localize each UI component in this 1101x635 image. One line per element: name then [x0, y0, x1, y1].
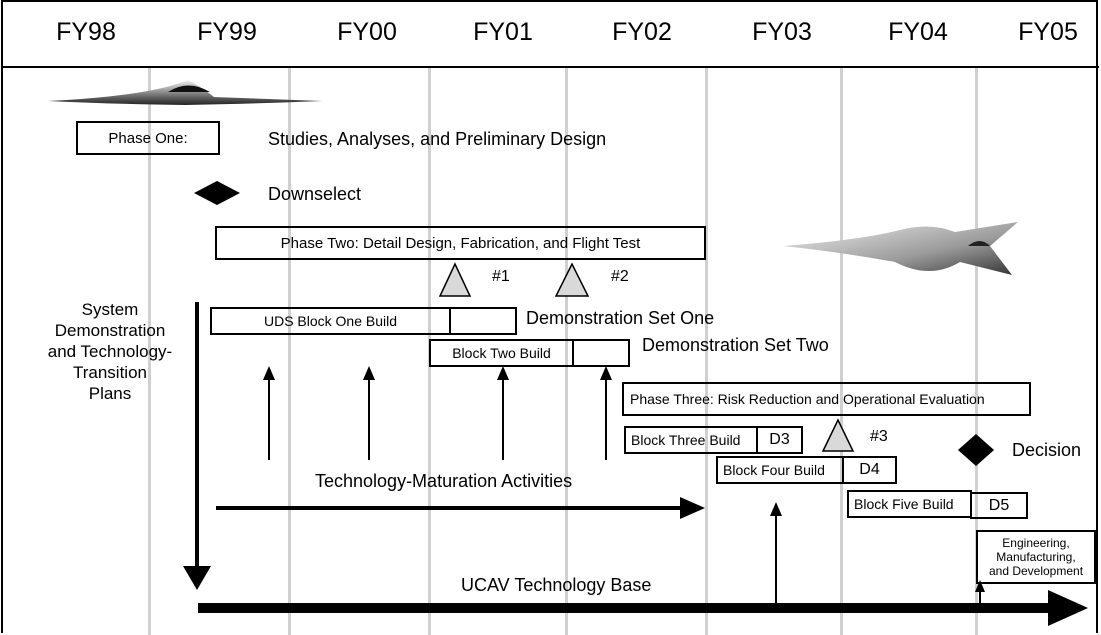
year-header-fy99: FY99	[197, 18, 257, 46]
milestone-2-label: #2	[611, 268, 629, 285]
demo-set-one-box	[449, 307, 517, 335]
emd-label-line: Engineering,	[1002, 536, 1070, 550]
system-demo-label-line: Demonstration	[54, 321, 166, 340]
year-header-fy98: FY98	[56, 18, 116, 46]
header-divider	[1, 66, 1099, 68]
tech-maturation-arrow	[216, 497, 705, 519]
emd-label-line: and Development	[988, 564, 1084, 578]
demo-set-two-box	[572, 339, 630, 367]
emd-label-line: Manufacturing,	[996, 550, 1076, 564]
system-demo-label-line: System	[81, 300, 139, 319]
milestone-1-triangle-icon	[438, 262, 472, 297]
flying-wing-aircraft-icon	[48, 80, 322, 105]
phase-three-label: Phase Three: Risk Reduction and Operatio…	[630, 391, 985, 407]
maturation-up-arrows	[263, 366, 985, 607]
year-header-fy00: FY00	[337, 18, 397, 46]
year-gridline	[288, 68, 291, 635]
year-header-fy03: FY03	[752, 18, 812, 46]
year-gridline	[840, 68, 843, 635]
year-header-fy02: FY02	[612, 18, 672, 46]
d5-box: D5	[970, 492, 1028, 519]
milestone-2-triangle-icon	[554, 262, 590, 297]
system-demo-down-arrow	[183, 302, 211, 590]
system-demo-label-line: Plans	[88, 384, 132, 403]
block-three-build-box: Block Three Build	[624, 426, 758, 454]
milestone-3-label: #3	[870, 428, 888, 445]
d4-label: D4	[859, 461, 880, 478]
demo-set-two-label: Demonstration Set Two	[642, 335, 829, 355]
year-gridline	[148, 68, 151, 635]
phase-one-label: Phase One:	[108, 129, 188, 147]
downselect-label: Downselect	[268, 184, 362, 204]
block-five-build-box: Block Five Build	[847, 490, 972, 518]
tech-base-label: UCAV Technology Base	[461, 575, 652, 595]
block-two-build-box: Block Two Build	[429, 339, 574, 367]
block-five-build-label: Block Five Build	[854, 496, 954, 512]
d3-box: D3	[756, 426, 803, 454]
phase-one-box: Phase One:	[76, 121, 220, 155]
system-demo-label: System Demonstration and Technology- Tra…	[30, 299, 190, 404]
year-gridline	[975, 68, 978, 635]
milestone-3-triangle-icon	[821, 418, 855, 452]
tech-base-arrow	[198, 590, 1088, 626]
block-three-build-label: Block Three Build	[631, 432, 741, 448]
year-header-fy05: FY05	[1018, 18, 1078, 46]
block-four-build-label: Block Four Build	[723, 462, 825, 478]
year-gridline	[565, 68, 568, 635]
block-four-build-box: Block Four Build	[716, 456, 844, 484]
system-demo-label-line: Transition	[72, 363, 147, 382]
year-header-fy01: FY01	[473, 18, 533, 46]
system-demo-label-line: and Technology-	[47, 342, 173, 361]
d4-box: D4	[842, 456, 897, 484]
tech-maturation-label: Technology-Maturation Activities	[315, 471, 573, 491]
d3-label: D3	[769, 431, 790, 448]
decision-diamond-icon	[958, 434, 994, 466]
jet-aircraft-icon	[783, 222, 1018, 275]
year-gridline	[705, 68, 708, 635]
d5-label: D5	[988, 496, 1010, 514]
year-header-fy04: FY04	[888, 18, 948, 46]
milestone-1-label: #1	[492, 268, 510, 285]
demo-set-one-label: Demonstration Set One	[526, 308, 715, 328]
decision-label: Decision	[1012, 440, 1082, 460]
phase-two-box: Phase Two: Detail Design, Fabrication, a…	[215, 226, 706, 260]
block-one-build-label: UDS Block One Build	[263, 313, 398, 329]
phase-one-description: Studies, Analyses, and Preliminary Desig…	[268, 129, 607, 149]
block-one-build-box: UDS Block One Build	[210, 307, 451, 335]
emd-box: Engineering, Manufacturing, and Developm…	[976, 530, 1096, 584]
phase-two-label: Phase Two: Detail Design, Fabrication, a…	[280, 234, 641, 252]
downselect-diamond-icon	[194, 181, 240, 205]
phase-three-box: Phase Three: Risk Reduction and Operatio…	[622, 382, 1031, 416]
block-two-build-label: Block Two Build	[452, 345, 551, 361]
